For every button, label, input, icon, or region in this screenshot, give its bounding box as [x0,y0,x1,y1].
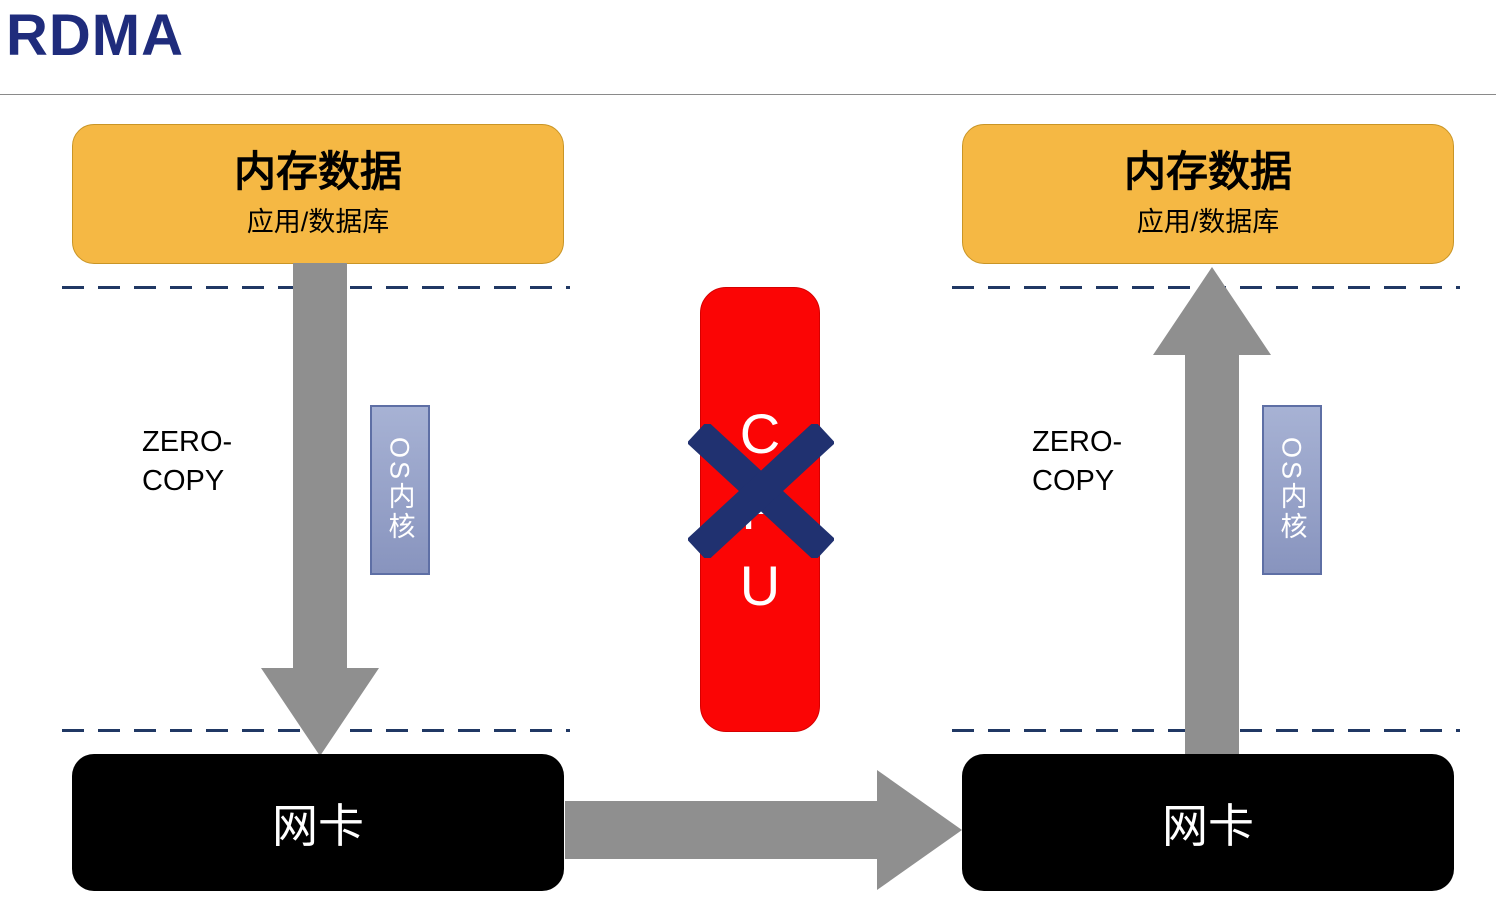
memory-box-subtitle: 应用/数据库 [1136,206,1280,237]
zero-copy-line1: ZERO- [1032,426,1123,458]
memory-box-title: 内存数据 [1123,148,1292,196]
zero-copy-line1: ZERO- [142,426,233,458]
zero-copy-label-right: ZERO- COPY [1032,423,1122,501]
nic-label: 网卡 [1162,799,1254,852]
os-kernel-badge-left: OS内核 [370,405,430,575]
up-arrow-icon [1153,267,1271,756]
os-kernel-badge-right: OS内核 [1262,405,1322,575]
down-arrow-icon [261,263,379,756]
page-title: RDMA [6,3,184,68]
nic-box-right: 网卡 [962,754,1454,891]
nic-label: 网卡 [272,799,364,852]
nic-transfer-arrow-icon [565,770,962,890]
cpu-cross-icon [688,424,834,558]
zero-copy-line2: COPY [142,465,225,497]
cpu-letter-c: C [739,401,781,465]
memory-box-right: 内存数据 应用/数据库 [962,124,1454,264]
nic-box-left: 网卡 [72,754,564,891]
memory-box-left: 内存数据 应用/数据库 [72,124,564,264]
memory-box-title: 内存数据 [233,148,402,196]
title-divider [0,94,1496,95]
cpu-letter-u: U [739,553,781,617]
zero-copy-line2: COPY [1032,465,1115,497]
zero-copy-label-left: ZERO- COPY [142,423,232,501]
memory-box-subtitle: 应用/数据库 [246,206,390,237]
